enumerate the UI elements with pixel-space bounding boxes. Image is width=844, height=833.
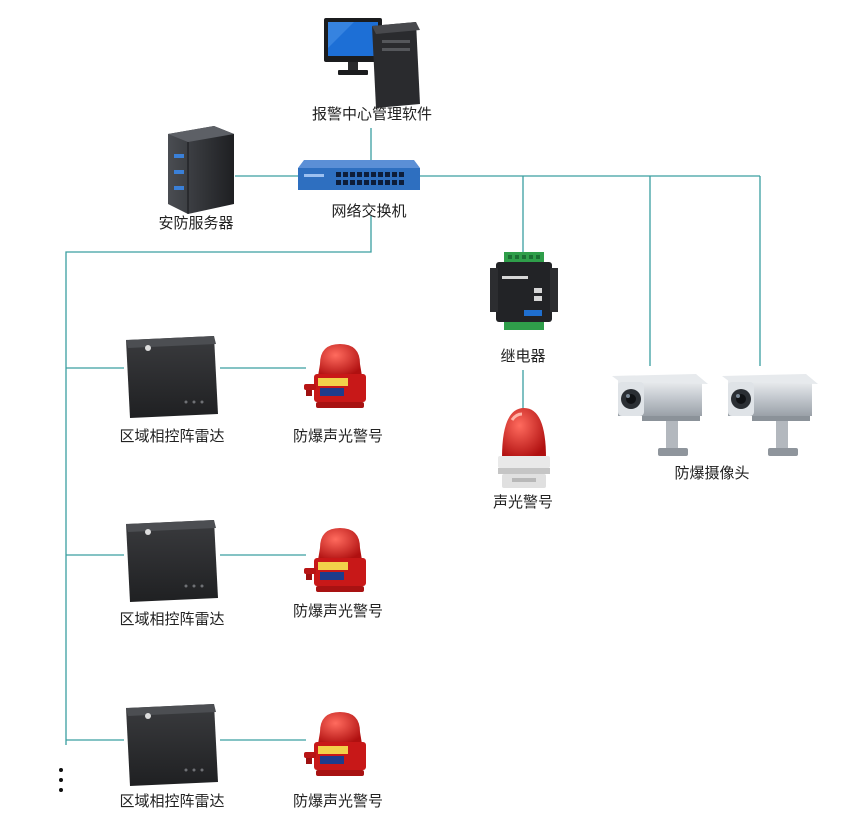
- zone-radar-label: 区域相控阵雷达: [119, 610, 225, 628]
- rotating-beacon-icon: [498, 408, 550, 488]
- network-switch-label: 网络交换机: [331, 202, 407, 220]
- relay-label: 继电器: [500, 347, 546, 365]
- desktop-computer-icon: [324, 18, 420, 108]
- phased-array-radar-icon: [126, 336, 218, 418]
- zone-alarm-label: 防爆声光警号: [292, 427, 384, 445]
- zone-radar-label: 区域相控阵雷达: [119, 427, 225, 445]
- explosion-proof-alarm-icon: [304, 712, 366, 776]
- security-server-label: 安防服务器: [158, 214, 234, 232]
- zone-alarm-label: 防爆声光警号: [292, 602, 384, 620]
- explosion-proof-alarm-icon: [304, 528, 366, 592]
- server-tower-icon: [168, 126, 234, 214]
- zone-radar-label: 区域相控阵雷达: [119, 792, 225, 810]
- continuation-ellipsis: [59, 768, 65, 798]
- explosion-proof-alarm-icon: [304, 344, 366, 408]
- connection-lines: [65, 128, 761, 745]
- bullet-camera-icon: [722, 374, 818, 456]
- management-software-label: 报警中心管理软件: [311, 105, 433, 123]
- link-switch-trunk: [65, 216, 372, 745]
- phased-array-radar-icon: [126, 520, 218, 602]
- phased-array-radar-icon: [126, 704, 218, 786]
- bullet-camera-icon: [612, 374, 708, 456]
- zone-alarm-label: 防爆声光警号: [292, 792, 384, 810]
- explosion-proof-cameras-label: 防爆摄像头: [674, 464, 750, 482]
- network-switch-icon: [298, 160, 420, 190]
- sound-light-alarm-label: 声光警号: [492, 493, 554, 511]
- relay-module-icon: [490, 252, 558, 330]
